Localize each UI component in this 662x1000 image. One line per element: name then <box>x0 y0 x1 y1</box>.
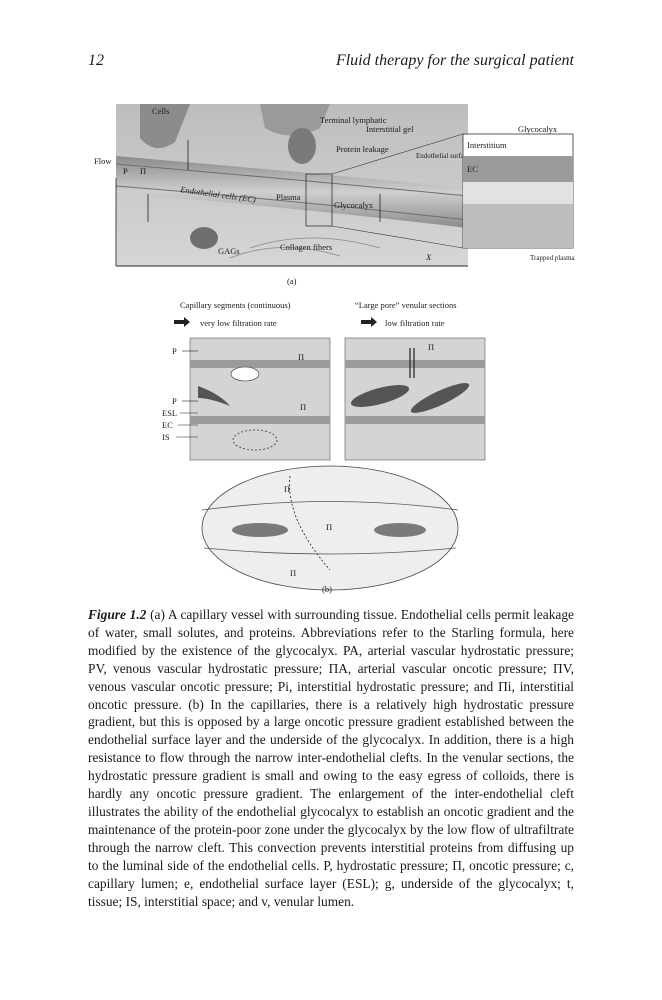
venular-ec-top <box>345 360 485 368</box>
filtration-arrow-icon <box>361 317 377 327</box>
gags-shape <box>190 227 218 249</box>
label-pi-glycocalyx: Π <box>284 484 290 494</box>
glycocalyx-box <box>305 173 333 227</box>
venular-rate: low filtration rate <box>385 318 445 328</box>
label-flow: Flow <box>94 156 112 166</box>
enlargement-band <box>201 501 459 511</box>
label-pi-venular: Π <box>428 342 434 352</box>
figure-caption: Figure 1.2 (a) A capillary vessel with s… <box>88 606 574 910</box>
label-protein-leakage: Protein leakage <box>336 144 389 154</box>
red-cell-shape <box>198 386 230 406</box>
capillary-cleft <box>230 366 260 382</box>
label-ec: EC <box>162 420 173 430</box>
label-pi-capillary: Π <box>300 402 306 412</box>
label-pi-v: Π <box>140 166 146 176</box>
ultrafiltrate-path <box>289 475 331 571</box>
label-p-lumen: P <box>172 396 177 406</box>
enlargement-cell <box>232 523 288 537</box>
capillary-title: Capillary segments (continuous) <box>180 300 291 310</box>
caption-text: (a) A capillary vessel with surrounding … <box>88 607 574 909</box>
venular-title: “Large pore” venular sections <box>355 300 457 310</box>
label-cells: Cells <box>152 106 169 116</box>
label-terminal-lymphatic: Terminal lymphatic <box>320 115 387 125</box>
cleft-enlargement <box>201 465 459 591</box>
capillary-rate: very low filtration rate <box>200 318 277 328</box>
page-number: 12 <box>88 52 104 69</box>
label-collagen-fibers: Collagen fibers <box>280 242 332 252</box>
panel-b: Capillary segments (continuous) “Large p… <box>162 300 486 594</box>
panel-a: Cells Terminal lymphatic Interstitial ge… <box>94 104 576 286</box>
filtration-arrow-icon <box>174 317 190 327</box>
glycocalyx-inset: Glycocalyx Interstitium EC Trapped plasm… <box>462 124 576 262</box>
panel-a-label: (a) <box>287 276 297 286</box>
label-pv: P <box>123 166 128 176</box>
red-cell-shape <box>410 383 470 413</box>
figure-illustration: Cells Terminal lymphatic Interstitial ge… <box>94 104 576 594</box>
label-ec-inset: EC <box>467 164 478 174</box>
label-pi-tissue: Π <box>290 568 296 578</box>
zoom-line <box>331 133 464 175</box>
label-esl: Endothelial surface layer (ESL) <box>416 152 505 160</box>
zoom-line <box>331 225 464 249</box>
capillary-ec-bottom <box>190 416 330 424</box>
venular-ec-bottom <box>345 416 485 424</box>
running-title: Fluid therapy for the surgical patient <box>335 52 574 69</box>
label-gags: GAGs <box>218 246 240 256</box>
caption-label: Figure 1.2 <box>88 607 147 622</box>
label-esl: ESL <box>162 408 177 418</box>
label-plasma: Plasma <box>276 192 301 202</box>
label-trapped-plasma: Trapped plasma <box>530 254 576 262</box>
cell-shape <box>140 104 190 149</box>
panel-b-label: (b) <box>322 584 332 594</box>
capillary-ec-top <box>190 360 330 368</box>
vessel-wall-line <box>115 163 469 197</box>
red-cell-shape <box>350 385 410 407</box>
inset-ec-band <box>463 156 573 182</box>
label-interstitial-gel: Interstitial gel <box>366 124 414 134</box>
cell-shape <box>260 104 330 136</box>
figure-1-2: Cells Terminal lymphatic Interstitial ge… <box>80 98 585 598</box>
label-glycocalyx-inset: Glycocalyx <box>518 124 558 134</box>
label-pi-enlargement: Π <box>326 522 332 532</box>
enlargement-band <box>203 547 457 555</box>
label-interstitium: Interstitium <box>467 140 507 150</box>
label-glycocalyx: Glycocalyx <box>334 200 374 210</box>
enlargement-marker <box>232 429 278 451</box>
label-p-top: P <box>172 346 177 356</box>
enlargement-cell <box>374 523 426 537</box>
terminal-lymphatic-shape <box>288 128 316 164</box>
label-is: IS <box>162 432 170 442</box>
label-x-axis: X <box>425 252 432 262</box>
vessel-wall-line <box>115 185 469 221</box>
label-pi-top: Π <box>298 352 304 362</box>
inset-glycocalyx-band <box>463 182 573 204</box>
collagen-fibers-shape <box>229 237 381 259</box>
inset-plasma-band <box>463 204 573 248</box>
